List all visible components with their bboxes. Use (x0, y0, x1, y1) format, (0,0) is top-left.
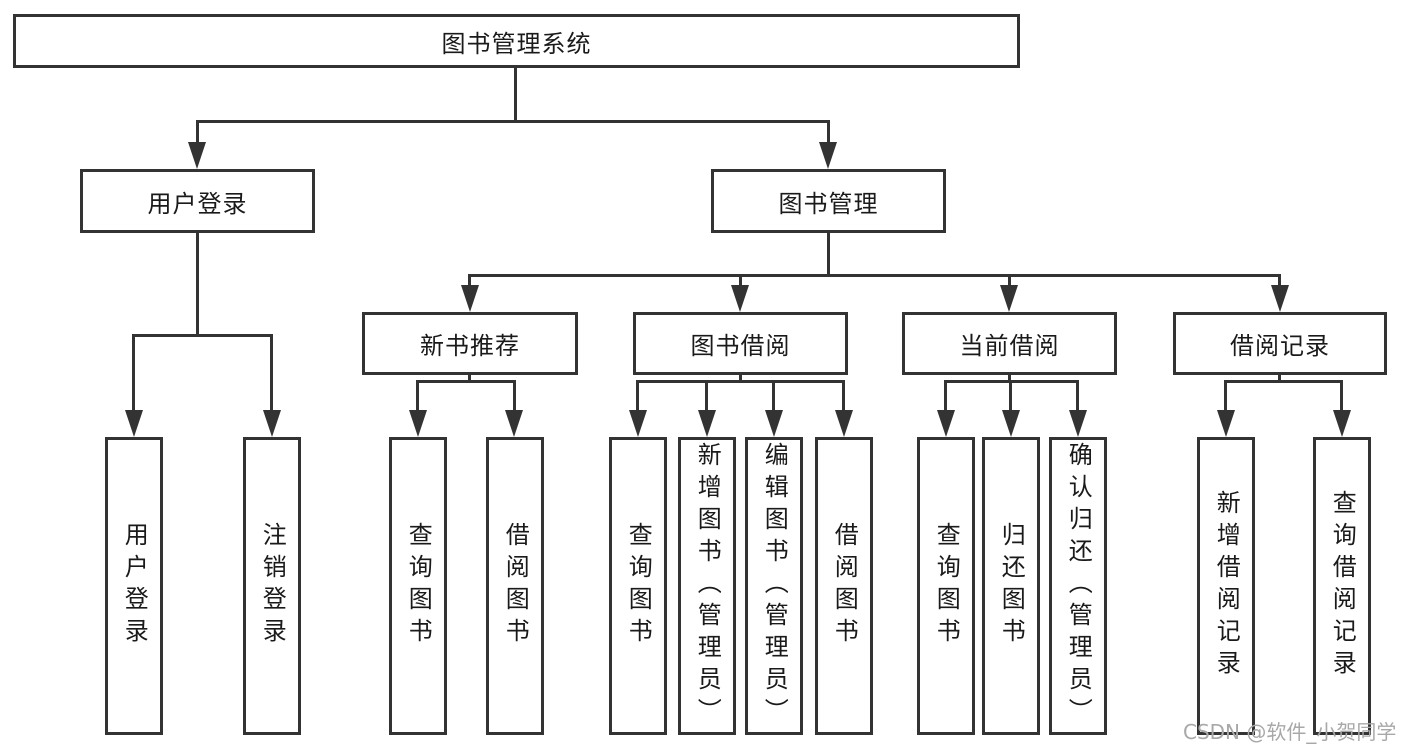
arrowhead-leaf-2 (409, 410, 427, 437)
node-current-borrow-label: 当前借阅 (959, 332, 1060, 360)
node-borrow-records-label: 借阅记录 (1230, 332, 1330, 360)
node-book-borrow-label: 图书借阅 (690, 332, 791, 360)
connector-user-login-stem (196, 233, 199, 336)
leaf-edit-books-admin: 编辑图书（管理员） (745, 437, 803, 735)
leaf-add-borrow-record: 新增借阅记录 (1197, 437, 1255, 735)
connector-leaf-drop-12 (1340, 380, 1343, 414)
arrowhead-l3-3 (1271, 285, 1289, 312)
node-current-borrow: 当前借阅 (902, 312, 1117, 375)
node-book-management-label: 图书管理 (778, 189, 879, 218)
connector-user-login-drop (196, 120, 199, 146)
leaf-user-login: 用户登录 (105, 437, 163, 735)
connector-book-mgmt-drop (827, 120, 830, 146)
connector-leaf-drop-0 (132, 334, 135, 414)
connector-leaf-drop-8 (944, 380, 947, 414)
leaf-query-books-recommend-label: 查询图书 (404, 522, 433, 650)
leaf-return-books-label: 归还图书 (997, 522, 1026, 650)
connector-l3-stem-2 (1008, 375, 1011, 383)
connector-leaf-drop-11 (1224, 380, 1227, 414)
connector-book-mgmt-stem (827, 233, 830, 276)
connector-leaf-drop-10 (1076, 380, 1079, 414)
leaf-logout: 注销登录 (243, 437, 301, 735)
connector-leaf-drop-2 (416, 380, 419, 414)
arrowhead-leaf-0 (125, 410, 143, 437)
leaf-confirm-return-admin: 确认归还（管理员） (1049, 437, 1107, 735)
connector-children-hline-1 (636, 380, 844, 383)
connector-l3-drop-0 (468, 274, 471, 288)
arrowhead-leaf-12 (1333, 410, 1351, 437)
node-user-login: 用户登录 (80, 169, 315, 233)
leaf-add-books-admin: 新增图书（管理员） (678, 437, 736, 735)
connector-leaf-drop-5 (705, 380, 708, 414)
connector-l3-stem-1 (739, 375, 742, 383)
arrowhead-leaf-4 (629, 410, 647, 437)
arrowhead-leaf-6 (765, 410, 783, 437)
watermark: CSDN @软件_小贺同学 (1183, 720, 1397, 744)
leaf-query-books-borrow: 查询图书 (609, 437, 667, 735)
arrowhead-leaf-7 (835, 410, 853, 437)
node-user-login-label: 用户登录 (147, 189, 248, 218)
arrowhead-leaf-11 (1217, 410, 1235, 437)
connector-leaf-drop-9 (1009, 380, 1012, 414)
arrowhead-user-login (188, 142, 206, 169)
connector-leaf-drop-7 (842, 380, 845, 414)
connector-l3-drop-3 (1278, 274, 1281, 288)
connector-l3-stem-3 (1278, 375, 1281, 383)
arrowhead-l3-0 (461, 285, 479, 312)
leaf-add-books-admin-label: 新增图书（管理员） (693, 442, 722, 730)
leaf-query-borrow-record: 查询借阅记录 (1313, 437, 1371, 735)
node-book-management: 图书管理 (711, 169, 946, 233)
connector-leaf-drop-3 (513, 380, 516, 414)
leaf-query-books-current-label: 查询图书 (932, 522, 961, 650)
leaf-add-borrow-record-label: 新增借阅记录 (1212, 490, 1241, 682)
leaf-borrow-books-recommend-label: 借阅图书 (501, 522, 530, 650)
arrowhead-leaf-5 (698, 410, 716, 437)
node-book-borrow: 图书借阅 (633, 312, 848, 375)
arrowhead-l3-2 (1000, 285, 1018, 312)
node-new-book-recommend-label: 新书推荐 (420, 332, 520, 360)
node-root-label: 图书管理系统 (441, 29, 592, 58)
arrowhead-leaf-3 (505, 410, 523, 437)
leaf-borrow-books: 借阅图书 (815, 437, 873, 735)
leaf-query-books-current: 查询图书 (917, 437, 975, 735)
arrowhead-leaf-1 (263, 410, 281, 437)
connector-l3-drop-2 (1008, 274, 1011, 288)
node-borrow-records: 借阅记录 (1173, 312, 1387, 375)
connector-root-stem (514, 68, 517, 120)
leaf-borrow-books-recommend: 借阅图书 (486, 437, 544, 735)
connector-children-hline-3 (1224, 380, 1342, 383)
node-new-book-recommend: 新书推荐 (362, 312, 578, 375)
connector-leaf-drop-4 (636, 380, 639, 414)
arrowhead-leaf-10 (1069, 410, 1087, 437)
leaf-return-books: 归还图书 (982, 437, 1040, 735)
leaf-query-books-recommend: 查询图书 (389, 437, 447, 735)
leaf-query-borrow-record-label: 查询借阅记录 (1328, 490, 1357, 682)
leaf-confirm-return-admin-label: 确认归还（管理员） (1064, 442, 1093, 730)
leaf-logout-label: 注销登录 (258, 522, 287, 650)
leaf-user-login-label: 用户登录 (120, 522, 149, 650)
connector-children-hline-0 (416, 380, 515, 383)
node-root: 图书管理系统 (13, 14, 1020, 68)
connector-level2-hline (196, 120, 830, 123)
connector-l3-stem-0 (468, 375, 471, 383)
arrowhead-book-mgmt (819, 142, 837, 169)
leaf-query-books-borrow-label: 查询图书 (624, 522, 653, 650)
leaf-edit-books-admin-label: 编辑图书（管理员） (760, 442, 789, 730)
connector-l3-drop-1 (739, 274, 742, 288)
arrowhead-leaf-8 (937, 410, 955, 437)
arrowhead-l3-1 (731, 285, 749, 312)
connector-leaf-drop-6 (772, 380, 775, 414)
connector-leaf-drop-1 (270, 334, 273, 414)
arrowhead-leaf-9 (1002, 410, 1020, 437)
connector-user-login-hline (132, 334, 273, 337)
leaf-borrow-books-label: 借阅图书 (830, 522, 859, 650)
connector-level3-hline (468, 274, 1281, 277)
